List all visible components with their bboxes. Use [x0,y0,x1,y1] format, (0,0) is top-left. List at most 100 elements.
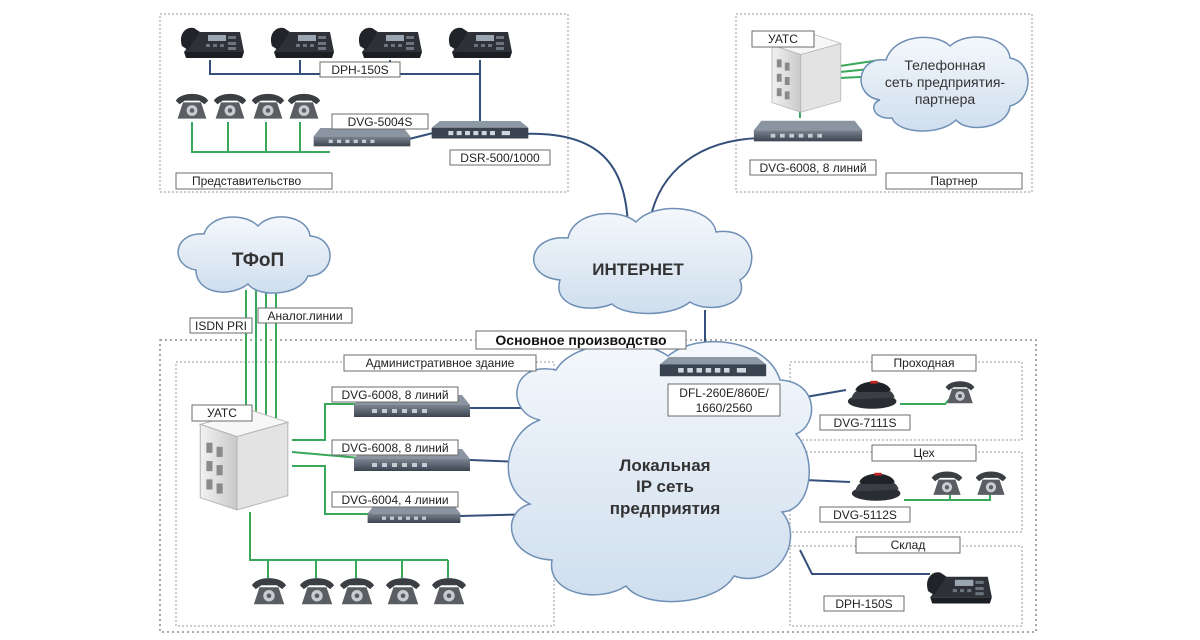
dvg-6008-partner-label: DVG-6008, 8 линий [759,161,866,175]
label-box [871,444,977,462]
deskphone-icon [358,27,422,58]
label-box [751,30,815,48]
dvg-6004-label: DVG-6004, 4 линии [341,493,448,507]
zone-admin-label: Административное здание [366,356,515,370]
label-box [871,354,977,372]
zone-main-production [159,339,1037,633]
label-box [331,386,459,403]
dvg-6008a-label: DVG-6008, 8 линий [341,388,448,402]
zone-workshop-label: Цех [913,446,934,460]
pbx-icon [199,409,289,511]
label-box [319,61,401,78]
dvg-7111s-label: DVG-7111S [834,416,897,430]
dfl-label-line1: DFL-260E/860E/ [679,386,769,400]
label-box [475,330,687,350]
pbx-to-dvg6004-wire [292,465,372,515]
dfl-label-line2: 1660/2560 [696,401,753,415]
zone-main-label: Основное производство [495,332,666,348]
uats-partner-label: УАТС [768,32,798,46]
zone-branch [159,13,569,193]
analog-phone-icon [287,93,321,119]
dsr-label: DSR-500/1000 [460,151,540,165]
label-box [819,414,911,431]
label-box [819,506,911,523]
internet-to-partner-wire [649,137,761,221]
pbx-to-dvg6008b-wire [291,451,361,459]
analog-phone-icon [385,578,421,605]
label-box [885,172,1023,190]
gateway-icon [313,128,411,147]
zone-branch-label: Представительство [192,174,301,188]
lan-to-dvg5112-wire [804,479,851,483]
dph-warehouse-label: DPH-150S [835,597,892,611]
internet-cloud-label: ИНТЕРНЕТ [592,260,684,279]
label-box [331,113,429,130]
partner-net-label-line1: Телефонная [904,57,985,73]
router-icon [431,121,529,139]
label-box [667,383,781,417]
partner-net-label-line3: партнера [915,91,976,107]
zone-partner-label: Партнер [930,174,978,188]
deskphone-icon [270,27,334,58]
label-box [191,404,253,422]
lan-label-line3: предприятия [610,499,721,518]
dph-branch-label: DPH-150S [331,63,388,77]
partner-net-label-line2: сеть предприятия- [885,74,1006,90]
analog-phone-icon [931,471,963,495]
analog-phone-icon [175,93,209,119]
uats-main-label: УАТС [207,406,237,420]
zone-warehouse-label: Склад [891,538,926,552]
lan-label-line1: Локальная [619,456,710,475]
analog-phone-icon [945,381,975,404]
label-box [449,149,551,166]
ip-phone-icon [851,472,901,501]
ip-phone-icon [847,380,897,409]
gateway-icon [367,505,461,523]
zone-checkpoint-label: Проходная [894,356,955,370]
dsr-to-internet-wire [519,132,629,226]
dvg-5112s-label: DVG-5112S [833,508,897,522]
branch-analog-phones [175,93,321,119]
internet-cloud [533,207,753,315]
analog-phone-icon [431,578,467,605]
analog-phone-icon [251,93,285,119]
lan-to-dph-wire [799,549,930,575]
deskphone-icon [927,572,992,604]
analog-phone-icon [299,578,335,605]
partner-network-cloud [860,36,1029,132]
label-box [749,159,877,176]
label-box [823,595,905,612]
analog-phone-icon [251,578,287,605]
analog-phone-icon [213,93,247,119]
label-box [343,354,537,372]
zone-partner [735,13,1033,193]
dvg-5004s-label: DVG-5004S [348,115,413,129]
pstn-cloud-label: ТФоП [232,250,284,271]
admin-analog-phones [251,578,467,605]
pstn-cloud [177,216,331,294]
analog-lines-label: Аналог.линии [267,309,342,323]
admin-analog-bus [249,512,448,561]
analog-phone-icon [339,578,375,605]
branch-analog-drops [227,122,301,152]
label-box [855,536,961,554]
deskphone-icon [180,27,244,58]
label-box [331,439,459,456]
deskphone-icon [448,27,512,58]
admin-analog-drops [267,560,449,578]
pstn-lines [245,290,277,420]
gateway-icon [753,120,863,142]
label-box [189,317,253,334]
isdn-label: ISDN PRI [195,319,247,333]
label-box [331,491,459,508]
branch-analog-wire [191,122,330,153]
lan-label-line2: IP сеть [636,477,694,496]
branch-deskphones [180,27,512,58]
pbx-to-dvg6008a-wire [292,403,360,441]
analog-phone-icon [975,471,1007,495]
label-box [175,172,333,190]
dvg-6008b-label: DVG-6008, 8 линий [341,441,448,455]
label-box [257,307,353,324]
router-icon [659,357,767,377]
